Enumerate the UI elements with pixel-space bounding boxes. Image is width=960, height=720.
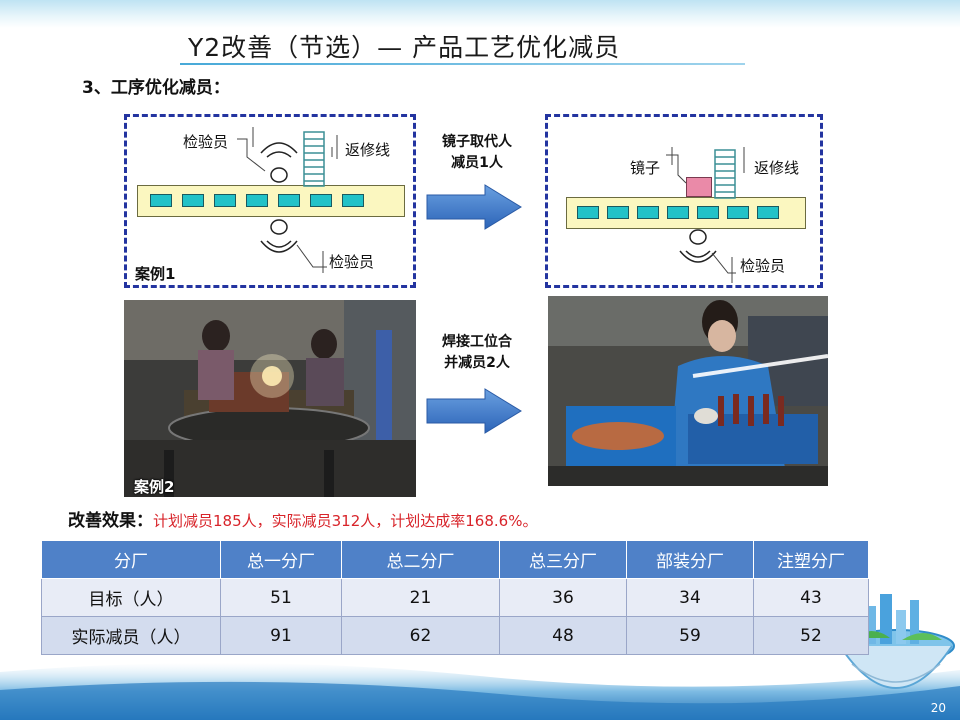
- table-cell: 52: [753, 616, 869, 655]
- improvement-effect: 改善效果：计划减员185人，实际减员312人，计划达成率168.6%。: [68, 506, 537, 531]
- case1-right-arrow-icon: [426, 184, 522, 230]
- section-heading: 3、工序优化减员：: [82, 78, 230, 98]
- bottom-wave-decoration: [0, 662, 960, 720]
- product-cell: [637, 206, 659, 219]
- product-cell: [342, 194, 364, 207]
- table-cell: 36: [499, 578, 627, 617]
- top-decoration-band: [0, 0, 960, 28]
- rework-stack-icon: [303, 131, 325, 187]
- table-header-cell: 总一分厂: [220, 540, 342, 579]
- table-header-row: 分厂 总一分厂 总二分厂 总三分厂 部装分厂 注塑分厂: [41, 540, 869, 579]
- mirror-label: 镜子: [630, 159, 661, 177]
- row-label: 实际减员（人）: [41, 616, 221, 655]
- product-cell: [278, 194, 300, 207]
- label-leader-lines: [666, 147, 745, 283]
- row-label: 目标（人）: [41, 578, 221, 617]
- conveyor-line: [566, 197, 806, 229]
- product-cell: [727, 206, 749, 219]
- table-header-cell: 部装分厂: [626, 540, 754, 579]
- rework-line-label: 返修线: [754, 159, 800, 177]
- table-cell: 51: [220, 578, 342, 617]
- case2-before-photo: 案例2: [124, 300, 416, 497]
- table-header-cell: 总三分厂: [499, 540, 627, 579]
- mirror-icon: [686, 177, 712, 197]
- rework-line-label: 返修线: [345, 141, 391, 159]
- label-leader-lines: [237, 127, 338, 273]
- case1-arrow-caption-line1: 镜子取代人: [442, 134, 512, 150]
- table-cell: 43: [753, 578, 869, 617]
- product-cell: [757, 206, 779, 219]
- product-cell: [246, 194, 268, 207]
- case1-before-diagram: 检验员 返修线 检验员 案例1: [124, 114, 416, 288]
- case2-arrow-caption-line1: 焊接工位合: [442, 334, 512, 350]
- results-table: 分厂 总一分厂 总二分厂 总三分厂 部装分厂 注塑分厂 目标（人） 51 21 …: [41, 540, 869, 655]
- product-cell: [577, 206, 599, 219]
- inspector-label-bottom: 检验员: [329, 253, 375, 271]
- table-header-cell: 注塑分厂: [753, 540, 869, 579]
- case2-label: 案例2: [134, 478, 175, 496]
- product-cell: [667, 206, 689, 219]
- slide-title: Y2改善（节选）— 产品工艺优化减员: [188, 33, 621, 62]
- product-cell: [182, 194, 204, 207]
- effect-text: 计划减员185人，实际减员312人，计划达成率168.6%。: [153, 512, 538, 530]
- table-header-cell: 总二分厂: [341, 540, 500, 579]
- table-cell: 91: [220, 616, 342, 655]
- title-underline: [180, 63, 745, 65]
- table-header-cell: 分厂: [41, 540, 221, 579]
- table-cell: 48: [499, 616, 627, 655]
- conveyor-line: [137, 185, 405, 217]
- inspector-label-top: 检验员: [183, 133, 229, 151]
- table-cell: 62: [341, 616, 500, 655]
- worker-bottom-icon: [260, 219, 298, 253]
- worker-top-icon: [260, 142, 298, 183]
- page-number: 20: [930, 701, 946, 715]
- table-row: 实际减员（人） 91 62 48 59 52: [41, 616, 869, 655]
- product-cell: [697, 206, 719, 219]
- product-cell: [310, 194, 332, 207]
- case2-arrow-caption-line2: 并减员2人: [444, 355, 510, 371]
- rework-stack-icon: [714, 149, 736, 199]
- product-cell: [607, 206, 629, 219]
- effect-lead: 改善效果：: [68, 511, 153, 531]
- table-cell: 59: [626, 616, 754, 655]
- case1-after-diagram: 镜子 返修线 检验员: [545, 114, 823, 288]
- product-cell: [150, 194, 172, 207]
- case2-after-photo: [548, 296, 828, 486]
- case1-label: 案例1: [135, 265, 176, 283]
- table-cell: 34: [626, 578, 754, 617]
- product-cell: [214, 194, 236, 207]
- case1-arrow-caption-line2: 减员1人: [451, 155, 503, 171]
- table-row: 目标（人） 51 21 36 34 43: [41, 578, 869, 617]
- inspector-label-bottom: 检验员: [740, 257, 786, 275]
- case2-right-arrow-icon: [426, 388, 522, 434]
- table-cell: 21: [341, 578, 500, 617]
